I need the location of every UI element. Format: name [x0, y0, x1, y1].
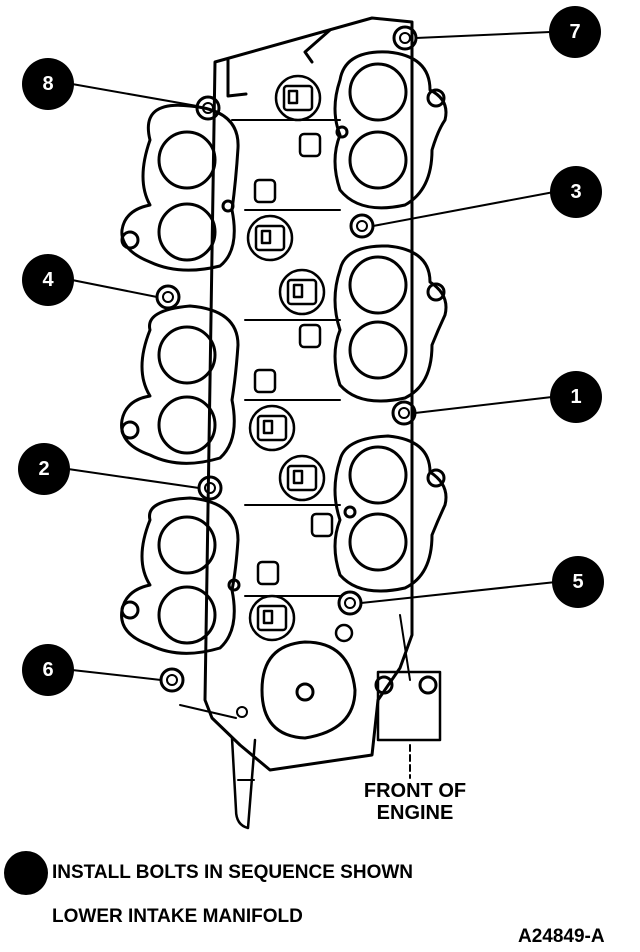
callout-3: 3 — [550, 166, 602, 218]
leader-lines — [67, 31, 557, 681]
bolt-hole-4 — [155, 284, 181, 310]
callout-6-badge — [22, 644, 74, 696]
front-label-line1: FRONT OF — [363, 780, 467, 802]
callout-3-badge — [550, 166, 602, 218]
callout-7: 7 — [549, 6, 601, 58]
callout-4: 4 — [22, 254, 74, 306]
bolt-hole-6 — [159, 667, 185, 693]
bolt-hole-2 — [197, 475, 223, 501]
callout-3-label: 3 — [570, 181, 581, 203]
callout-7-badge — [549, 6, 601, 58]
manifold-body — [203, 16, 414, 772]
callout-6-label: 6 — [42, 659, 53, 681]
left-runner-flange-upper — [120, 103, 240, 272]
callout-1-label: 1 — [570, 386, 581, 408]
legend-dot-icon — [4, 851, 48, 895]
right-runner-flange-lower — [333, 434, 448, 593]
callout-5-label: 5 — [572, 571, 583, 593]
callout-4-label: 4 — [42, 269, 54, 291]
callout-4-badge — [22, 254, 74, 306]
bolt-hole-3 — [349, 213, 375, 239]
callout-5-badge — [552, 556, 604, 608]
callout-2: 2 — [18, 443, 70, 495]
figure-id: A24849-A — [518, 926, 605, 947]
bolt-hole-8 — [195, 95, 221, 121]
callout-8-badge — [22, 58, 74, 110]
legend-text: INSTALL BOLTS IN SEQUENCE SHOWN — [52, 862, 414, 883]
left-runner-flange-middle — [120, 304, 240, 465]
left-runner-flange-lower — [120, 496, 241, 655]
callout-7-label: 7 — [569, 21, 580, 43]
callout-1-badge — [550, 371, 602, 423]
callout-6: 6 — [22, 644, 74, 696]
diagram-title: LOWER INTAKE MANIFOLD — [52, 906, 303, 927]
bolt-hole-5 — [337, 590, 363, 616]
thermostat-housing — [179, 640, 442, 830]
callout-8: 8 — [22, 58, 74, 110]
studs — [253, 132, 354, 643]
callout-2-label: 2 — [38, 458, 49, 480]
callout-5: 5 — [552, 556, 604, 608]
injector-connectors — [246, 74, 326, 642]
callout-2-badge — [18, 443, 70, 495]
front-of-engine-label: FRONT OF ENGINE — [340, 780, 490, 824]
right-runner-flange-middle — [333, 244, 448, 403]
right-runner-flange-upper — [333, 50, 448, 210]
callout-8-label: 8 — [42, 73, 53, 95]
front-label-line2: ENGINE — [376, 802, 454, 824]
callout-1: 1 — [550, 371, 602, 423]
